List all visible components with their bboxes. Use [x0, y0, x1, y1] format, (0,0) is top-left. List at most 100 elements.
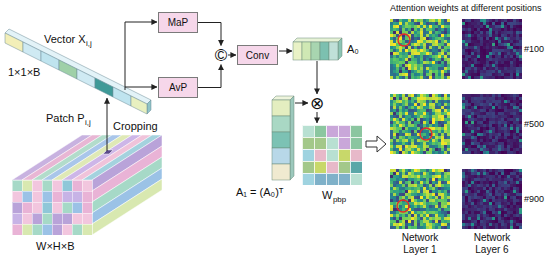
- heatmap-cell: [435, 67, 438, 70]
- heatmap-cell: [480, 133, 483, 136]
- vector-top: [5, 29, 151, 104]
- heatmap-cell: [447, 142, 450, 145]
- heatmap-cell: [411, 121, 414, 124]
- heatmap-cell: [438, 199, 441, 202]
- heatmap-cell: [504, 37, 507, 40]
- heatmap-cell: [429, 121, 432, 124]
- heatmap-cell: [402, 40, 405, 43]
- heatmap-cell: [426, 40, 429, 43]
- heatmap-cell: [516, 109, 519, 112]
- heatmap-cell: [504, 94, 507, 97]
- heatmap-cell: [504, 61, 507, 64]
- heatmap-cell: [486, 19, 489, 22]
- heatmap-cell: [441, 184, 444, 187]
- heatmap-cell: [501, 43, 504, 46]
- heatmap-cell: [462, 97, 465, 100]
- heatmap-cell: [426, 115, 429, 118]
- heatmap-cell: [471, 94, 474, 97]
- weight-cell: [350, 137, 362, 149]
- heatmap-cell: [402, 151, 405, 154]
- weight-cell: [338, 173, 350, 185]
- heatmap-cell: [444, 25, 447, 28]
- heatmap-cell: [468, 109, 471, 112]
- heatmap-cell: [429, 199, 432, 202]
- heatmap-cell: [504, 118, 507, 121]
- heatmap-cell: [468, 70, 471, 73]
- heatmap-cell: [462, 115, 465, 118]
- heatmap-cell: [411, 64, 414, 67]
- heatmap-cell: [402, 70, 405, 73]
- heatmap-cell: [396, 181, 399, 184]
- heatmap-cell: [435, 148, 438, 151]
- heatmap-cell: [411, 52, 414, 55]
- heatmap-cell: [438, 67, 441, 70]
- heatmap-cell: [462, 151, 465, 154]
- heatmap-cell: [393, 19, 396, 22]
- heatmap-cell: [489, 139, 492, 142]
- heatmap-cell: [435, 181, 438, 184]
- heatmap-cell: [390, 124, 393, 127]
- heatmap-cell: [423, 169, 426, 172]
- heatmap-cell: [444, 172, 447, 175]
- vector-segment: [5, 33, 23, 52]
- heatmap-cell: [423, 133, 426, 136]
- heatmap-cell: [510, 139, 513, 142]
- heatmap-cell: [432, 112, 435, 115]
- heatmap-cell: [441, 145, 444, 148]
- heatmap-cell: [471, 19, 474, 22]
- heatmap-cell: [477, 130, 480, 133]
- heatmap-cell: [390, 67, 393, 70]
- heatmap-cell: [423, 37, 426, 40]
- heatmap-cell: [447, 181, 450, 184]
- heatmap-cell: [498, 25, 501, 28]
- heatmap-cell: [399, 151, 402, 154]
- heatmap-cell: [420, 169, 423, 172]
- heatmap-cell: [417, 103, 420, 106]
- heatmap-cell: [447, 22, 450, 25]
- heatmap-cell: [489, 121, 492, 124]
- heatmap-cell: [498, 22, 501, 25]
- heatmap-cell: [441, 142, 444, 145]
- heatmap-cell: [438, 142, 441, 145]
- heatmap-cell: [402, 202, 405, 205]
- weight-cell: [338, 137, 350, 149]
- vector-segment: [23, 42, 41, 61]
- heatmap-cell: [501, 145, 504, 148]
- heatmap-cell: [477, 106, 480, 109]
- heatmap-cell: [447, 202, 450, 205]
- heatmap-cell: [444, 202, 447, 205]
- heatmap-cell: [399, 169, 402, 172]
- heatmap-cell: [435, 199, 438, 202]
- heatmap-cell: [390, 100, 393, 103]
- cube-cell: [22, 202, 32, 213]
- heatmap-cell: [435, 196, 438, 199]
- heatmap-cell: [435, 124, 438, 127]
- heatmap-cell: [432, 94, 435, 97]
- heatmap-cell: [465, 67, 468, 70]
- cube-cell: [42, 213, 52, 224]
- heatmap-cell: [465, 40, 468, 43]
- heatmap-cell: [402, 175, 405, 178]
- heatmap-cell: [474, 97, 477, 100]
- heatmap-cell: [462, 46, 465, 49]
- heatmap-cell: [468, 55, 471, 58]
- heatmap-cell: [390, 202, 393, 205]
- heatmap-cell: [441, 58, 444, 61]
- heatmap-cell: [417, 40, 420, 43]
- heatmap-cell: [507, 70, 510, 73]
- a0-segment: [311, 42, 320, 60]
- heatmap-cell: [408, 55, 411, 58]
- heatmap-cell: [429, 193, 432, 196]
- heatmap-cell: [501, 46, 504, 49]
- heatmap-cell: [501, 19, 504, 22]
- heatmap-cell: [462, 43, 465, 46]
- heatmap-cell: [486, 127, 489, 130]
- heatmap-cell: [447, 133, 450, 136]
- heatmap-cell: [498, 70, 501, 73]
- heatmap-cell: [474, 142, 477, 145]
- heatmap-cell: [462, 145, 465, 148]
- weight-cell: [302, 137, 314, 149]
- heatmap-cell: [408, 124, 411, 127]
- heatmap-cell: [513, 58, 516, 61]
- heatmap-cell: [411, 70, 414, 73]
